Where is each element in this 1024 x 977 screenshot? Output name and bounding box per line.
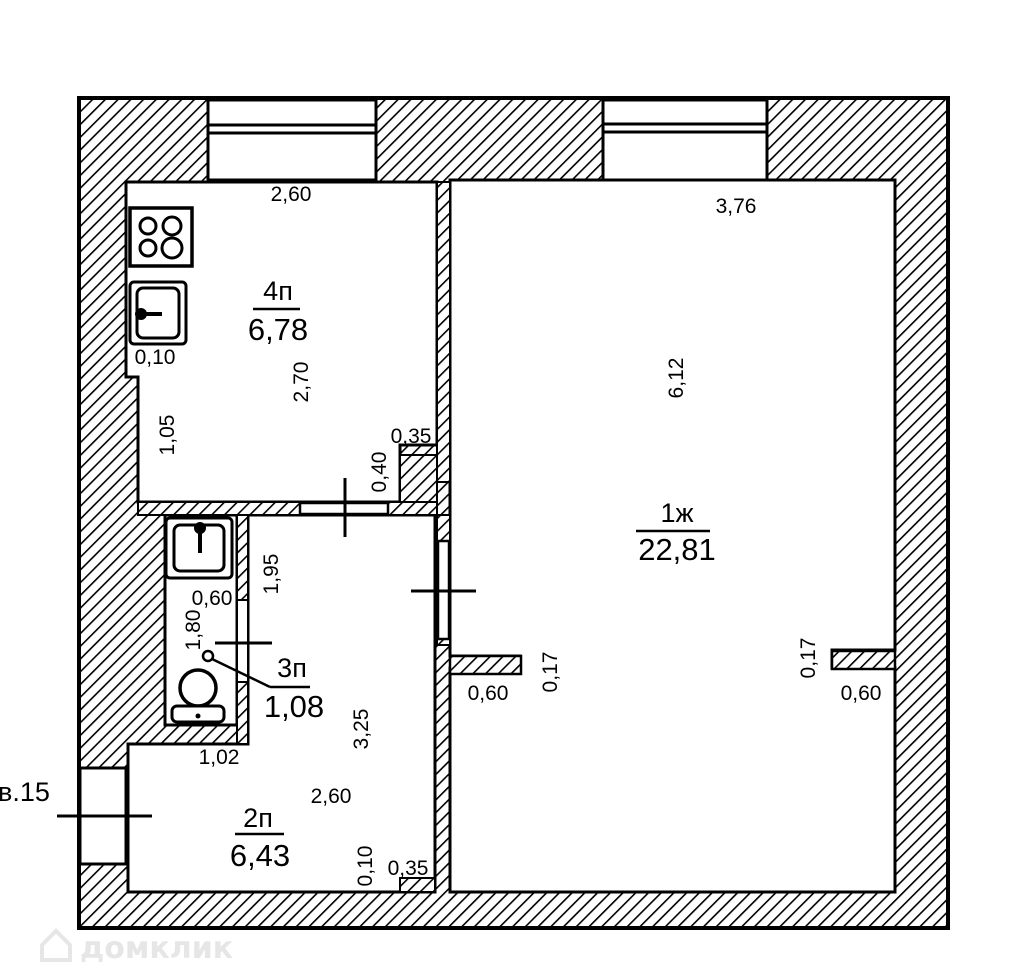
room-code: 4п bbox=[263, 276, 293, 306]
door-living bbox=[411, 539, 476, 641]
doors bbox=[57, 478, 476, 866]
dimension-labels: 2,60 2,70 0,10 1,05 0,35 0,40 3,76 6,12 … bbox=[135, 183, 882, 886]
dim-bathroom-length: 1,80 bbox=[182, 610, 205, 651]
watermark-logo-icon bbox=[40, 928, 72, 962]
dim-kitchen-niche-depth: 0,35 bbox=[391, 425, 432, 448]
pipe-leader bbox=[201, 649, 310, 689]
dim-pilaster-left-width: 0,60 bbox=[468, 682, 509, 705]
room-interiors bbox=[124, 178, 897, 894]
room-label-kitchen: 4п 6,78 bbox=[248, 276, 308, 347]
room-area: 6,43 bbox=[230, 838, 290, 873]
dim-pilaster-right-width: 0,60 bbox=[841, 682, 882, 705]
window-kitchen bbox=[206, 98, 378, 182]
dim-kitchen-sink-offset: 0,10 bbox=[135, 346, 176, 369]
dim-bathroom-width: 0,60 bbox=[192, 587, 233, 610]
exterior-label: в.15 bbox=[0, 777, 50, 807]
dim-living-width: 3,76 bbox=[716, 195, 757, 218]
kitchen-niche-block bbox=[399, 454, 438, 503]
room-code: 2п bbox=[243, 803, 273, 833]
hallway-corner-block bbox=[399, 877, 436, 893]
watermark-text: домклик bbox=[80, 931, 233, 966]
dim-pilaster-right-depth: 0,17 bbox=[797, 638, 820, 679]
dim-pilaster-left-depth: 0,17 bbox=[539, 652, 562, 693]
kitchen-sink-icon bbox=[128, 280, 188, 346]
room-area: 22,81 bbox=[638, 532, 716, 567]
window-living bbox=[601, 98, 769, 182]
pilaster-right bbox=[830, 649, 897, 671]
room-labels: 4п 6,78 1ж 22,81 3п 1,08 2п 6,43 bbox=[230, 276, 716, 873]
dim-hallway-width: 2,60 bbox=[311, 785, 352, 808]
dim-bathroom-length-outer: 1,95 bbox=[260, 554, 283, 595]
dim-hallway-niche-width: 1,02 bbox=[199, 746, 240, 769]
fixtures bbox=[128, 206, 310, 724]
room-label-hallway: 2п 6,43 bbox=[230, 803, 290, 873]
stove-icon bbox=[128, 206, 194, 268]
dim-hallway-corner-width: 0,35 bbox=[388, 857, 429, 880]
toilet-icon bbox=[170, 668, 226, 724]
windows bbox=[206, 98, 769, 182]
dim-hallway-corner-height: 0,10 bbox=[354, 846, 377, 887]
door-bathroom bbox=[215, 599, 272, 683]
bathroom-sink-icon bbox=[164, 516, 234, 580]
pilaster-left bbox=[448, 654, 523, 676]
dim-kitchen-lower-wall: 1,05 bbox=[156, 415, 179, 456]
room-code: 1ж bbox=[660, 498, 693, 528]
dim-kitchen-length: 2,70 bbox=[290, 362, 313, 403]
entrance-door bbox=[57, 766, 152, 866]
dim-kitchen-width: 2,60 bbox=[271, 183, 312, 206]
room-label-living: 1ж 22,81 bbox=[636, 498, 716, 567]
room-area: 1,08 bbox=[264, 689, 324, 724]
watermark: домклик bbox=[40, 928, 233, 966]
room-label-bathroom: 3п 1,08 bbox=[264, 653, 324, 724]
dim-kitchen-niche-height: 0,40 bbox=[368, 452, 391, 493]
door-kitchen bbox=[298, 478, 390, 537]
dim-hallway-length: 3,25 bbox=[350, 709, 373, 750]
dim-living-length: 6,12 bbox=[665, 358, 688, 399]
room-area: 6,78 bbox=[248, 312, 308, 347]
room-code: 3п bbox=[277, 653, 307, 683]
